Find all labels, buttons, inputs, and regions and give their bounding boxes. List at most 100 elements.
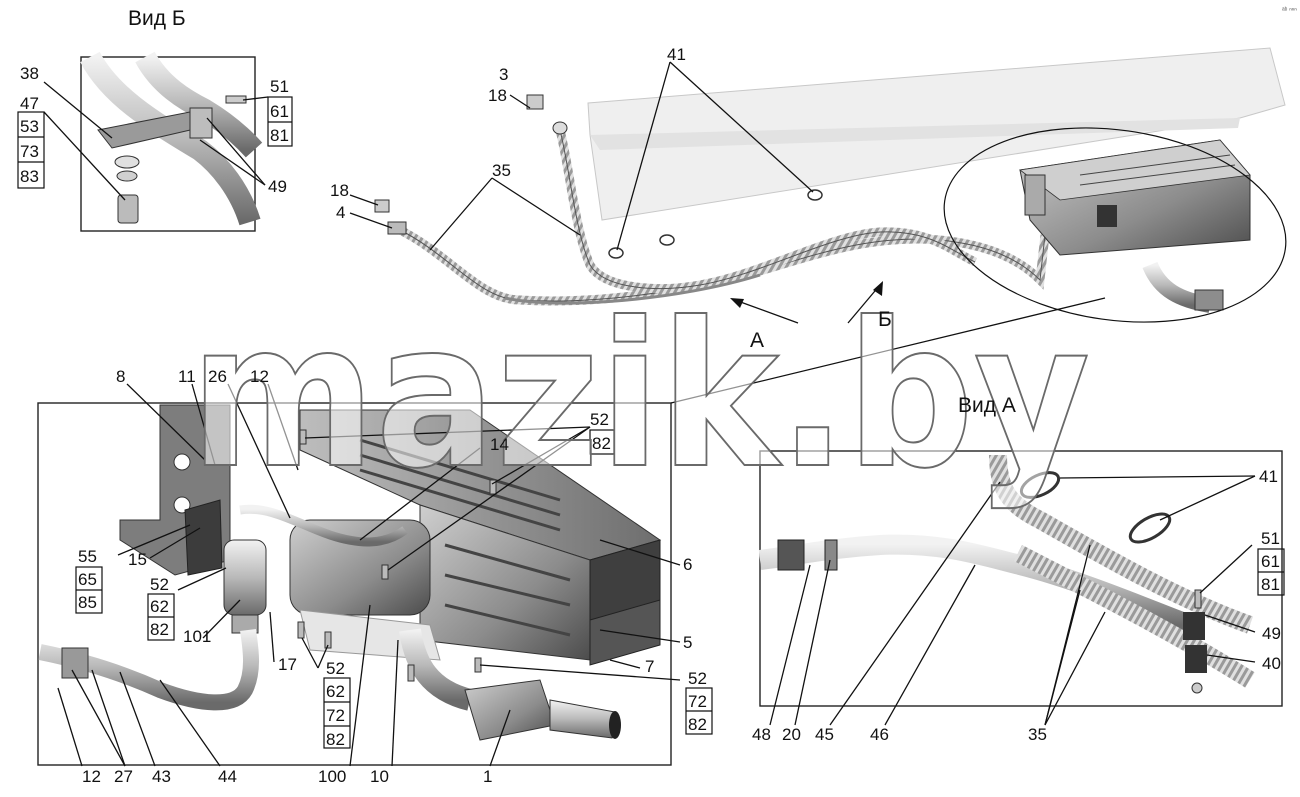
arrow-a-label: А bbox=[750, 329, 764, 352]
callout-14: 14 bbox=[490, 435, 509, 454]
detail-a-band-48 bbox=[824, 539, 838, 571]
callout-81: 81 bbox=[270, 126, 289, 145]
callout-38: 38 bbox=[20, 64, 39, 83]
detail-b-washer-2 bbox=[116, 170, 138, 182]
detail-a-clip-20 bbox=[777, 539, 805, 571]
arrow-b-label: Б bbox=[878, 308, 892, 331]
callout-51: 51 bbox=[270, 77, 289, 96]
detail-a-bracket-49 bbox=[1183, 612, 1205, 640]
callout-85: 85 bbox=[78, 593, 97, 612]
callout-47: 47 bbox=[20, 94, 39, 113]
detail-b-pipe-1 bbox=[80, 51, 261, 226]
detail-a-clamp-2 bbox=[1128, 512, 1172, 544]
detail-b-group bbox=[80, 51, 263, 232]
pipe-overview bbox=[504, 273, 761, 305]
pipe-coupling-27 bbox=[61, 647, 89, 679]
fuel-pump-101 bbox=[223, 539, 267, 616]
main-to-overview-leader bbox=[670, 297, 1106, 404]
callout-48-a: 48 bbox=[752, 725, 771, 744]
main-detail-group bbox=[37, 297, 1106, 766]
callout-41-a: 41 bbox=[1259, 467, 1278, 486]
clamp-overview-2 bbox=[659, 234, 675, 246]
callout-49: 49 bbox=[268, 177, 287, 196]
callout-35-a: 35 bbox=[1028, 725, 1047, 744]
detail-a-clamp-1 bbox=[1019, 471, 1061, 499]
callout-20-a: 20 bbox=[782, 725, 801, 744]
callout-65: 65 bbox=[78, 570, 97, 589]
main-bracket-plate bbox=[184, 499, 223, 576]
heater-burner-cylinder bbox=[289, 519, 431, 616]
callout-73: 73 bbox=[20, 142, 39, 161]
heater-body-lower bbox=[589, 599, 661, 666]
callout-52-mid: 52 bbox=[150, 575, 169, 594]
callout-44: 44 bbox=[218, 767, 237, 786]
callout-82-top: 82 bbox=[592, 434, 611, 453]
callout-82-right: 82 bbox=[688, 715, 707, 734]
view-a-highlight-ellipse bbox=[943, 127, 1287, 323]
callout-18-top: 18 bbox=[488, 86, 507, 105]
callout-3: 3 bbox=[499, 65, 508, 84]
muffler-tail bbox=[549, 699, 616, 739]
arrow-b-head bbox=[873, 281, 883, 296]
callout-46-a: 46 bbox=[870, 725, 889, 744]
frame-rail-flange bbox=[590, 118, 1240, 150]
arrow-a-line bbox=[734, 299, 799, 324]
overview-group: ᵃᵇ ⁿⁿⁿ bbox=[374, 7, 1297, 324]
leader-lines bbox=[43, 61, 1256, 767]
callout-52-low: 52 bbox=[326, 659, 345, 678]
watermark: mazik.by bbox=[190, 280, 1090, 513]
callout-11: 11 bbox=[178, 367, 196, 386]
heater-overview bbox=[1018, 139, 1251, 313]
callout-49-a: 49 bbox=[1262, 624, 1281, 643]
connector-3-18 bbox=[526, 94, 568, 135]
main-detail-frame bbox=[37, 402, 672, 766]
detail-b-nut bbox=[117, 194, 139, 224]
title-view-a: Вид А bbox=[958, 394, 1016, 417]
exhaust-pipe-43-44 bbox=[38, 628, 259, 711]
callout-82-low: 82 bbox=[326, 730, 345, 749]
callouts-overview: 3 18 41 35 18 4 bbox=[330, 45, 686, 222]
pipe-14 bbox=[239, 504, 408, 547]
detail-a-group bbox=[758, 450, 1283, 707]
callout-62-low: 62 bbox=[326, 682, 345, 701]
callout-10: 10 bbox=[370, 767, 389, 786]
connector-18-4 bbox=[374, 199, 407, 235]
arrow-a-head bbox=[730, 298, 744, 308]
callout-52-right: 52 bbox=[688, 669, 707, 688]
callout-17: 17 bbox=[278, 655, 297, 674]
callout-41-top: 41 bbox=[667, 45, 686, 64]
callouts-main: 8 11 26 12 52 82 14 6 55 65 85 15 52 62 … bbox=[78, 367, 707, 786]
callout-101: 101 bbox=[183, 627, 211, 646]
callout-18-left: 18 bbox=[330, 181, 349, 200]
callout-12-top: 12 bbox=[250, 367, 269, 386]
title-view-b: Вид Б bbox=[128, 7, 186, 30]
callout-83: 83 bbox=[20, 167, 39, 186]
callout-40-a: 40 bbox=[1262, 654, 1281, 673]
callout-5: 5 bbox=[683, 633, 692, 652]
callout-43: 43 bbox=[152, 767, 171, 786]
callout-61: 61 bbox=[270, 102, 289, 121]
callout-7: 7 bbox=[645, 657, 654, 676]
callout-100: 100 bbox=[318, 767, 346, 786]
callout-82-mid: 82 bbox=[150, 620, 169, 639]
callout-26: 26 bbox=[208, 367, 227, 386]
callout-35-top: 35 bbox=[492, 161, 511, 180]
callout-4: 4 bbox=[336, 203, 345, 222]
detail-a-bracket-40 bbox=[1185, 645, 1207, 673]
detail-b-washer-1 bbox=[114, 155, 140, 169]
hose-overview-4 bbox=[559, 129, 976, 289]
corner-mark: ᵃᵇ ⁿⁿⁿ bbox=[1282, 7, 1297, 14]
callout-62-mid: 62 bbox=[150, 597, 169, 616]
callout-55: 55 bbox=[78, 547, 97, 566]
callout-72-right: 72 bbox=[688, 692, 707, 711]
arrow-b-line bbox=[847, 284, 881, 324]
clamp-overview-3 bbox=[807, 189, 823, 201]
clamp-overview-1 bbox=[608, 247, 624, 259]
detail-a-nut bbox=[1191, 682, 1203, 694]
detail-a-bolt bbox=[1194, 589, 1202, 609]
callout-12-bottom: 12 bbox=[82, 767, 101, 786]
callout-1: 1 bbox=[483, 767, 492, 786]
callout-8: 8 bbox=[116, 367, 125, 386]
